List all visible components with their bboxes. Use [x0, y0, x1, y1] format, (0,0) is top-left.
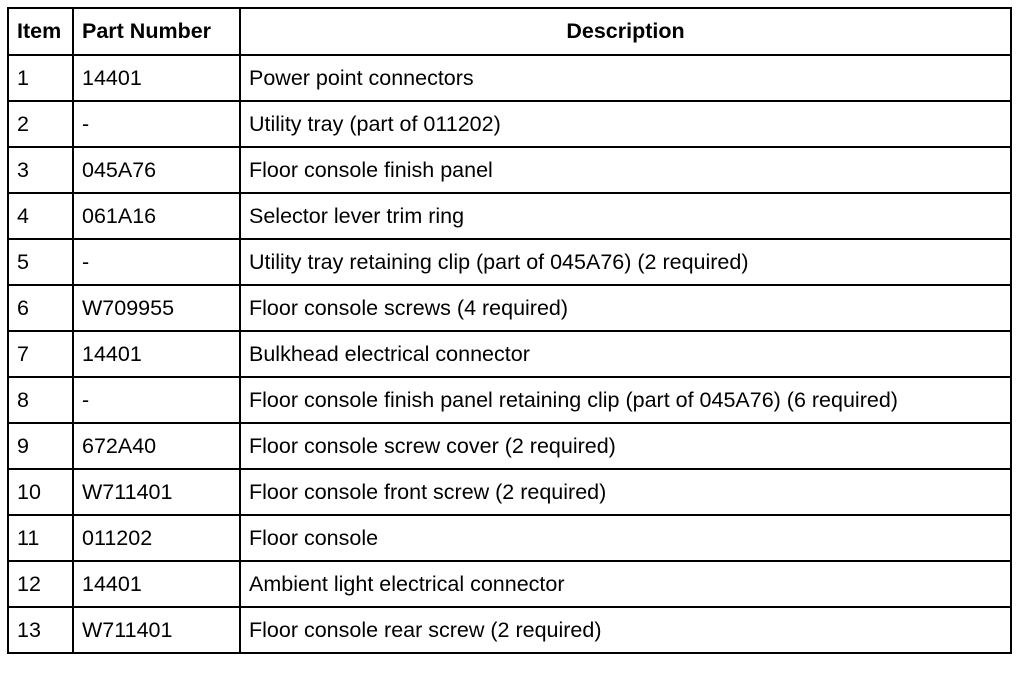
table-row: 9 672A40 Floor console screw cover (2 re…: [7, 422, 1012, 470]
cell-part-number: 672A40: [72, 422, 241, 470]
table-body: 1 14401 Power point connectors 2 - Utili…: [7, 54, 1012, 654]
cell-item: 3: [7, 146, 74, 194]
cell-item: 8: [7, 376, 74, 424]
header-description: Description: [239, 7, 1012, 56]
cell-item: 10: [7, 468, 74, 516]
cell-description: Floor console screws (4 required): [239, 284, 1012, 332]
table-row: 10 W711401 Floor console front screw (2 …: [7, 468, 1012, 516]
cell-part-number: W711401: [72, 468, 241, 516]
cell-part-number: W709955: [72, 284, 241, 332]
cell-description: Floor console rear screw (2 required): [239, 606, 1012, 654]
cell-item: 9: [7, 422, 74, 470]
cell-part-number: -: [72, 376, 241, 424]
header-item: Item: [7, 7, 74, 56]
cell-part-number: 14401: [72, 330, 241, 378]
cell-description: Floor console finish panel retaining cli…: [239, 376, 1012, 424]
header-part-number: Part Number: [72, 7, 241, 56]
table-row: 12 14401 Ambient light electrical connec…: [7, 560, 1012, 608]
table-row: 3 045A76 Floor console finish panel: [7, 146, 1012, 194]
table-row: 11 011202 Floor console: [7, 514, 1012, 562]
cell-item: 11: [7, 514, 74, 562]
cell-item: 2: [7, 100, 74, 148]
cell-part-number: 045A76: [72, 146, 241, 194]
table-row: 5 - Utility tray retaining clip (part of…: [7, 238, 1012, 286]
cell-item: 7: [7, 330, 74, 378]
cell-part-number: -: [72, 238, 241, 286]
cell-description: Bulkhead electrical connector: [239, 330, 1012, 378]
table-row: 2 - Utility tray (part of 011202): [7, 100, 1012, 148]
cell-description: Utility tray retaining clip (part of 045…: [239, 238, 1012, 286]
cell-part-number: W711401: [72, 606, 241, 654]
table-header: Item Part Number Description: [7, 7, 1012, 56]
cell-part-number: 061A16: [72, 192, 241, 240]
table-row: 8 - Floor console finish panel retaining…: [7, 376, 1012, 424]
cell-item: 13: [7, 606, 74, 654]
cell-part-number: 14401: [72, 560, 241, 608]
cell-item: 12: [7, 560, 74, 608]
table-row: 6 W709955 Floor console screws (4 requir…: [7, 284, 1012, 332]
cell-description: Floor console finish panel: [239, 146, 1012, 194]
table-row: 1 14401 Power point connectors: [7, 54, 1012, 102]
cell-description: Power point connectors: [239, 54, 1012, 102]
cell-item: 1: [7, 54, 74, 102]
cell-part-number: -: [72, 100, 241, 148]
cell-description: Floor console: [239, 514, 1012, 562]
table-row: 13 W711401 Floor console rear screw (2 r…: [7, 606, 1012, 654]
cell-description: Ambient light electrical connector: [239, 560, 1012, 608]
cell-item: 4: [7, 192, 74, 240]
parts-table: Item Part Number Description 1 14401 Pow…: [7, 7, 1012, 654]
cell-description: Selector lever trim ring: [239, 192, 1012, 240]
table-row: 4 061A16 Selector lever trim ring: [7, 192, 1012, 240]
cell-item: 5: [7, 238, 74, 286]
table-row: 7 14401 Bulkhead electrical connector: [7, 330, 1012, 378]
cell-part-number: 011202: [72, 514, 241, 562]
cell-description: Floor console screw cover (2 required): [239, 422, 1012, 470]
header-row: Item Part Number Description: [7, 7, 1012, 56]
cell-description: Floor console front screw (2 required): [239, 468, 1012, 516]
cell-part-number: 14401: [72, 54, 241, 102]
cell-item: 6: [7, 284, 74, 332]
cell-description: Utility tray (part of 011202): [239, 100, 1012, 148]
